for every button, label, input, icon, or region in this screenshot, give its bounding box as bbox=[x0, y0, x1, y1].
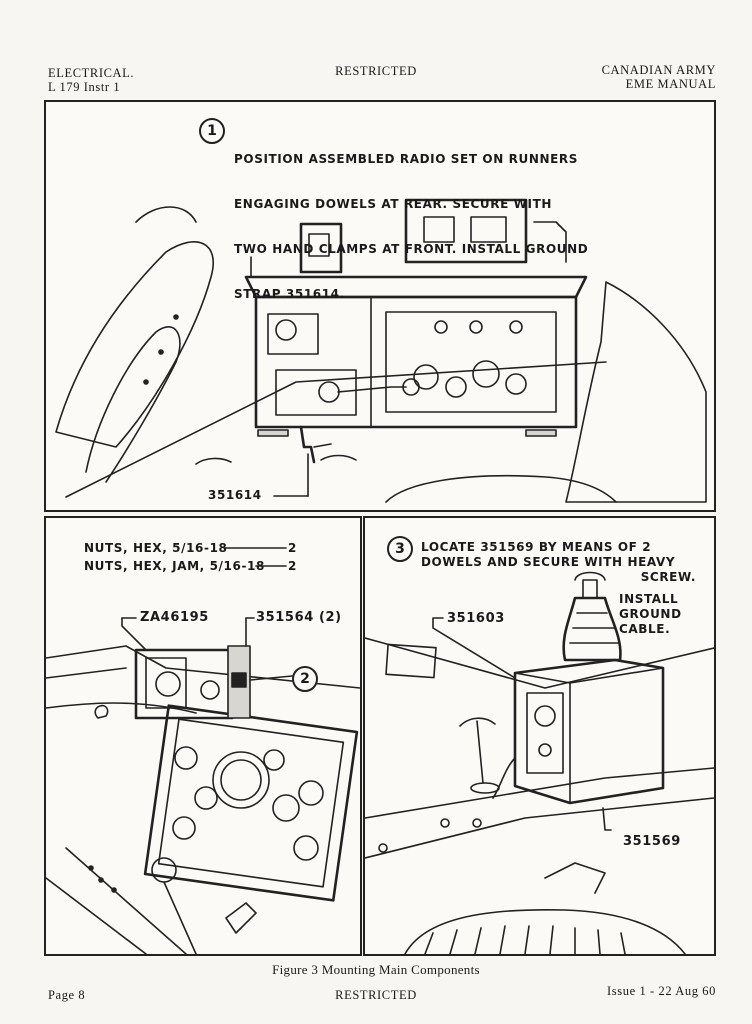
step-3-instruction-line-2: DOWELS AND SECURE WITH HEAVY bbox=[421, 555, 676, 569]
figure-panel-1: 1 POSITION ASSEMBLED RADIO SET ON RUNNER… bbox=[44, 100, 716, 512]
security-marking-top: RESTRICTED bbox=[335, 64, 417, 78]
install-note-line-1: INSTALL bbox=[619, 592, 679, 606]
step-3-instruction-line-1: LOCATE 351569 BY MEANS OF 2 bbox=[421, 540, 652, 554]
callout-ground-strap: 351614 bbox=[208, 488, 262, 502]
step-number-1: 1 bbox=[199, 118, 225, 144]
part-line-2: NUTS, HEX, JAM, 5/16-18 bbox=[84, 559, 265, 573]
step-number-2: 2 bbox=[292, 666, 318, 692]
figure-panel-3: 3 LOCATE 351569 BY MEANS OF 2 DOWELS AND… bbox=[363, 516, 716, 956]
part-qty-2: 2 bbox=[288, 559, 297, 573]
step-number-3: 3 bbox=[387, 536, 413, 562]
step-3-instruction-line-3: SCREW. bbox=[640, 570, 696, 584]
issue-date: Issue 1 - 22 Aug 60 bbox=[607, 984, 716, 998]
organization: CANADIAN ARMY bbox=[601, 63, 716, 77]
instruction-line: POSITION ASSEMBLED RADIO SET ON RUNNERS bbox=[234, 152, 578, 166]
manual-name: EME MANUAL bbox=[625, 77, 716, 91]
security-marking-bottom: RESTRICTED bbox=[335, 988, 417, 1002]
page-number: Page 8 bbox=[48, 988, 86, 1002]
step-1-instruction: POSITION ASSEMBLED RADIO SET ON RUNNERS … bbox=[234, 122, 588, 332]
figure-panel-2: NUTS, HEX, 5/16-18 2 NUTS, HEX, JAM, 5/1… bbox=[44, 516, 362, 956]
antenna-mount-illustration bbox=[365, 571, 714, 954]
callout-ground-cable: 351603 bbox=[447, 611, 505, 626]
callout-mounting-bracket: 351564 (2) bbox=[256, 610, 342, 625]
callout-antenna-mount: 351569 bbox=[623, 834, 681, 849]
header-left: ELECTRICAL. L 179 Instr 1 bbox=[48, 66, 134, 94]
dashboard-mount-illustration bbox=[46, 547, 360, 954]
doc-reference: L 179 Instr 1 bbox=[48, 80, 121, 94]
radio-set-illustration bbox=[55, 198, 707, 503]
instruction-line: STRAP 351614. bbox=[234, 287, 345, 301]
doc-category: ELECTRICAL. bbox=[48, 66, 135, 80]
figure-caption: Figure 3 Mounting Main Components bbox=[272, 962, 480, 977]
instruction-line: TWO HAND CLAMPS AT FRONT. INSTALL GROUND bbox=[234, 242, 589, 256]
install-note-line-3: CABLE. bbox=[619, 622, 671, 636]
header-right: CANADIAN ARMY EME MANUAL bbox=[602, 63, 716, 91]
callout-control-box: ZA46195 bbox=[140, 610, 209, 625]
part-line-1: NUTS, HEX, 5/16-18 bbox=[84, 541, 228, 555]
install-note-line-2: GROUND bbox=[619, 607, 682, 621]
instruction-line: ENGAGING DOWELS AT REAR. SECURE WITH bbox=[234, 197, 553, 211]
part-qty-1: 2 bbox=[288, 541, 297, 555]
